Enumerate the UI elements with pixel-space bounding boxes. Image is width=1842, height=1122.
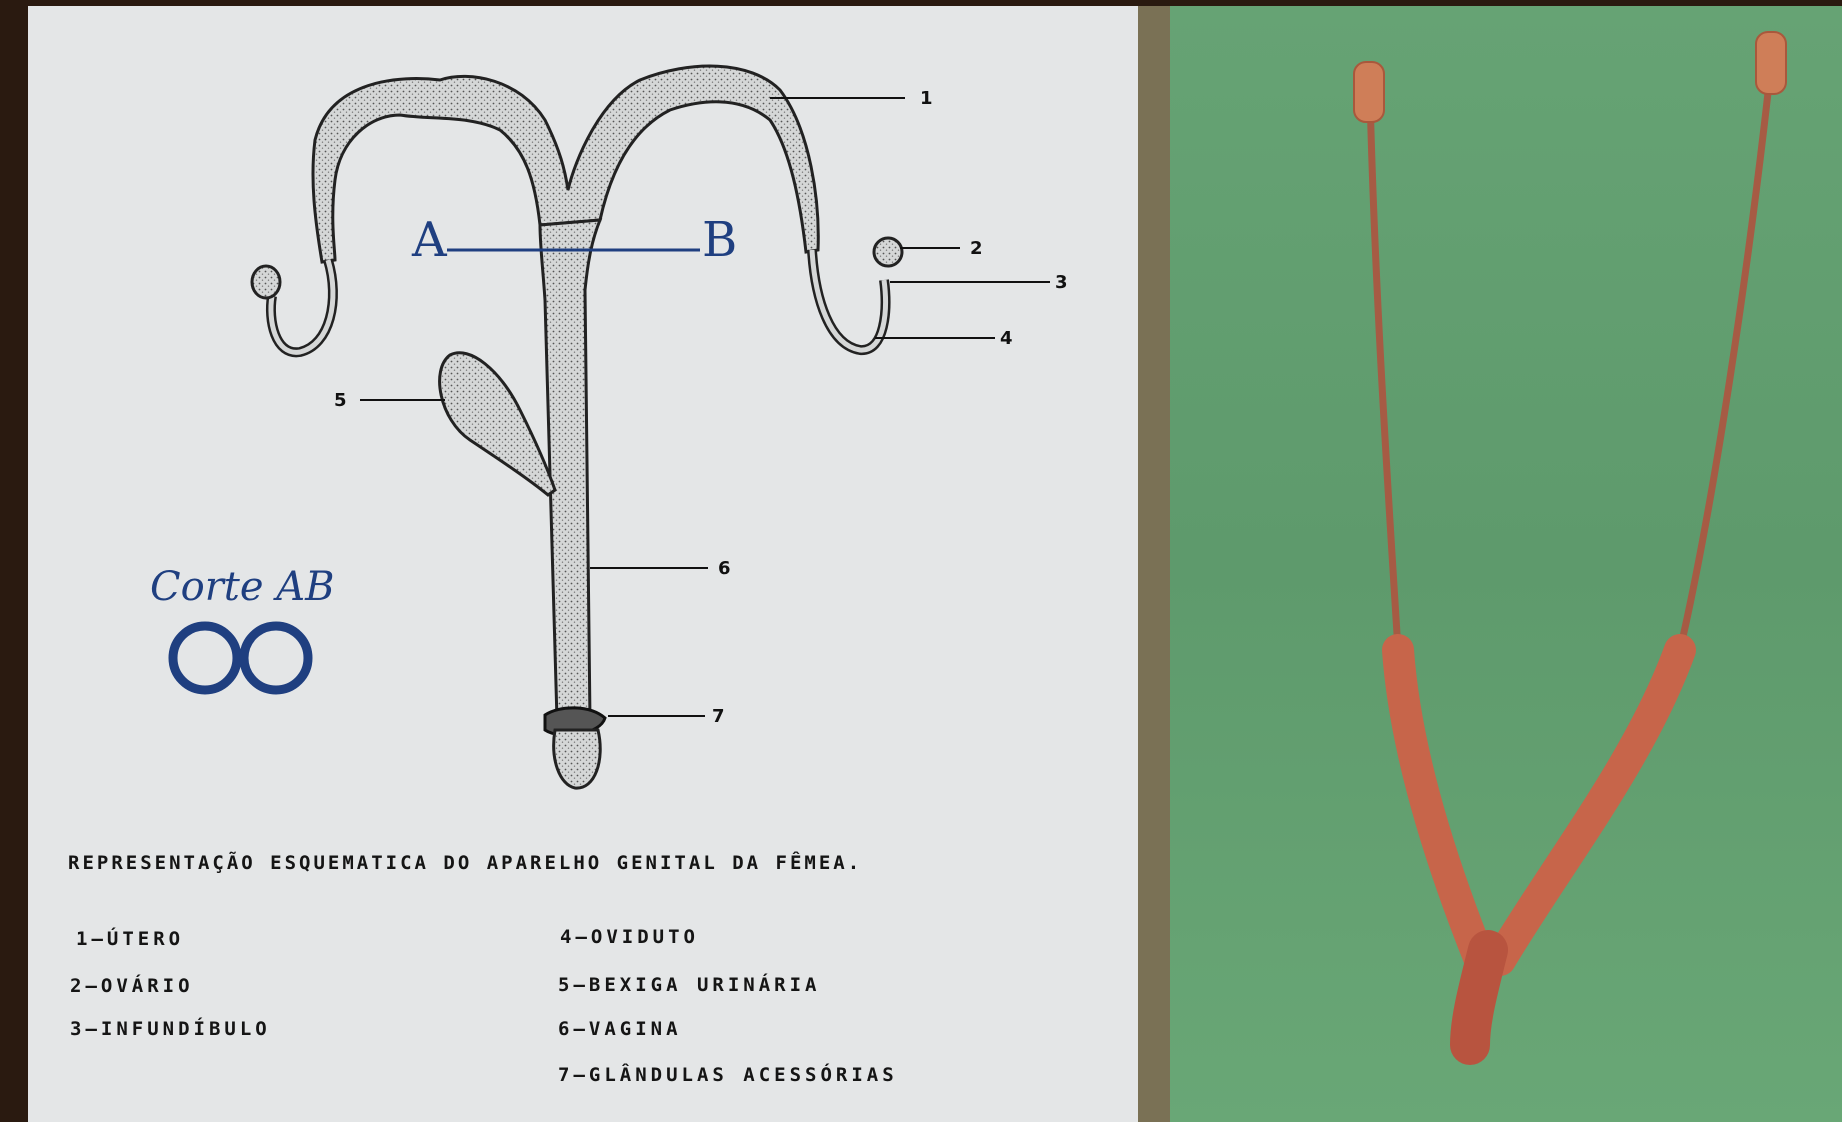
section-label-b: B xyxy=(702,212,737,268)
specimen-photo xyxy=(1370,75,1770,1045)
urinary-bladder xyxy=(440,353,555,495)
legend-item-bexiga-urinaria: 5—BEXIGA URINÁRIA xyxy=(558,974,820,996)
diagram-caption: REPRESENTAÇÃO ESQUEMATICA DO APARELHO GE… xyxy=(68,852,862,874)
label-number-2: 2 xyxy=(970,238,983,259)
legend-item-vagina: 6—VAGINA xyxy=(558,1018,682,1040)
right-oviduct xyxy=(812,250,885,350)
cross-section-left-ring xyxy=(173,626,237,690)
right-ovary xyxy=(874,238,902,266)
specimen-left-ovary xyxy=(1354,62,1384,122)
section-label-a: A xyxy=(411,212,448,268)
label-number-6: 6 xyxy=(718,558,731,579)
label-number-7: 7 xyxy=(712,706,725,727)
legend-item-ovario: 2—OVÁRIO xyxy=(70,975,194,997)
left-oviduct xyxy=(271,260,333,352)
specimen-right-horn xyxy=(1500,75,1770,960)
cross-section-right-ring xyxy=(244,626,308,690)
label-number-1: 1 xyxy=(920,88,933,109)
specimen-vagina xyxy=(1470,950,1488,1045)
legend-item-glandulas-acessorias: 7—GLÂNDULAS ACESSÓRIAS xyxy=(558,1064,898,1086)
specimen-right-ovary xyxy=(1756,32,1786,94)
left-ovary xyxy=(252,266,280,298)
legend-item-oviduto: 4—OVIDUTO xyxy=(560,926,699,948)
vestibule xyxy=(554,730,601,788)
label-number-4: 4 xyxy=(1000,328,1013,349)
legend-item-infundibulo: 3—INFUNDÍBULO xyxy=(70,1018,271,1040)
corte-ab-label: Corte AB xyxy=(150,564,335,610)
label-number-3: 3 xyxy=(1055,272,1068,293)
legend-item-utero: 1—ÚTERO xyxy=(76,928,184,950)
label-number-5: 5 xyxy=(334,390,347,411)
